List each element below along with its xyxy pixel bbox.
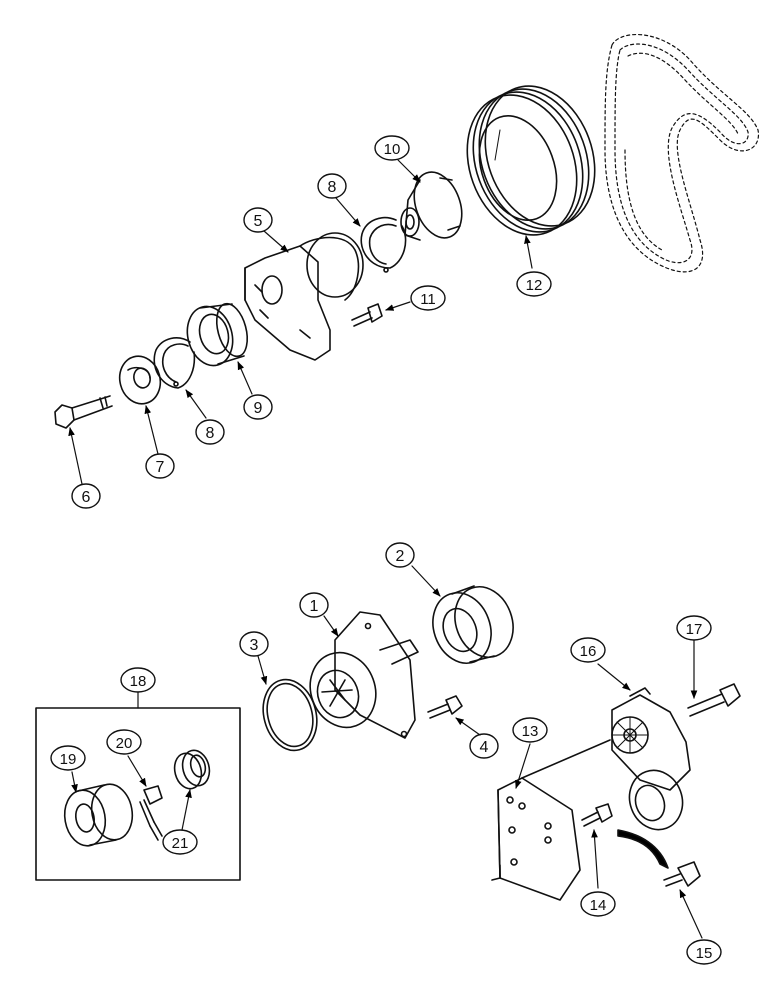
- callout-15: 15: [686, 939, 722, 965]
- svg-text:7: 7: [156, 459, 165, 476]
- callout-2: 2: [385, 542, 415, 568]
- bearing-9: [186, 302, 249, 367]
- svg-text:10: 10: [384, 141, 401, 158]
- bolt-11: [351, 303, 383, 327]
- leader-lines: [68, 159, 703, 939]
- callout-3: 3: [239, 631, 269, 657]
- svg-text:17: 17: [686, 621, 703, 638]
- washer-21: [173, 749, 211, 790]
- callout-17: 17: [676, 615, 712, 641]
- water-pump-1: [309, 611, 419, 739]
- hub-10: [400, 171, 463, 241]
- callout-4: 4: [469, 733, 499, 759]
- callout-6: 6: [71, 483, 101, 509]
- svg-text:21: 21: [172, 835, 189, 852]
- callout-18: 18: [120, 667, 156, 693]
- svg-text:19: 19: [60, 751, 77, 768]
- svg-text:16: 16: [580, 643, 597, 660]
- svg-text:8: 8: [206, 425, 215, 442]
- callout-21: 21: [162, 829, 198, 855]
- callout-7: 7: [145, 453, 175, 479]
- svg-text:14: 14: [590, 897, 607, 914]
- callout-1: 1: [299, 592, 329, 618]
- callout-11: 11: [410, 285, 446, 311]
- snap-ring-8-upper: [360, 216, 407, 273]
- svg-text:15: 15: [696, 945, 713, 962]
- bolt-15: [617, 829, 701, 887]
- callout-9: 9: [243, 394, 273, 420]
- svg-text:13: 13: [522, 723, 539, 740]
- svg-text:6: 6: [82, 489, 91, 506]
- kit-box-18: [35, 707, 241, 881]
- callout-13: 13: [512, 717, 548, 743]
- callout-8-lower: 8: [195, 419, 225, 445]
- callout-10: 10: [374, 135, 410, 161]
- svg-text:1: 1: [310, 598, 319, 615]
- snap-ring-8-lower: [153, 337, 196, 389]
- housing-5: [244, 232, 364, 361]
- callout-5: 5: [243, 207, 273, 233]
- tensioner-bracket-13: [491, 739, 611, 901]
- svg-text:20: 20: [116, 735, 133, 752]
- pulley-12: [466, 85, 596, 236]
- bolt-4: [427, 695, 463, 719]
- bolt-17: [687, 683, 741, 717]
- svg-text:4: 4: [480, 739, 489, 756]
- callout-16: 16: [570, 637, 606, 663]
- bolt-20: [139, 785, 163, 841]
- pulley-2: [432, 585, 514, 664]
- callout-19: 19: [50, 745, 86, 771]
- svg-text:12: 12: [526, 277, 543, 294]
- svg-text:2: 2: [396, 548, 405, 565]
- idler-pulley-19: [63, 783, 134, 847]
- drive-belt: [604, 33, 760, 273]
- svg-text:3: 3: [250, 637, 259, 654]
- callout-8-upper: 8: [317, 173, 347, 199]
- callout-14: 14: [580, 891, 616, 917]
- callout-20: 20: [106, 729, 142, 755]
- bolt-6: [54, 395, 113, 429]
- washer-7: [118, 355, 162, 405]
- svg-text:8: 8: [328, 179, 337, 196]
- svg-text:18: 18: [130, 673, 147, 690]
- o-ring-3: [262, 678, 318, 752]
- bolt-14: [581, 803, 613, 827]
- callout-12: 12: [516, 271, 552, 297]
- svg-text:5: 5: [254, 213, 263, 230]
- svg-text:11: 11: [420, 291, 436, 308]
- tensioner-16: [611, 687, 691, 831]
- svg-text:9: 9: [254, 400, 263, 417]
